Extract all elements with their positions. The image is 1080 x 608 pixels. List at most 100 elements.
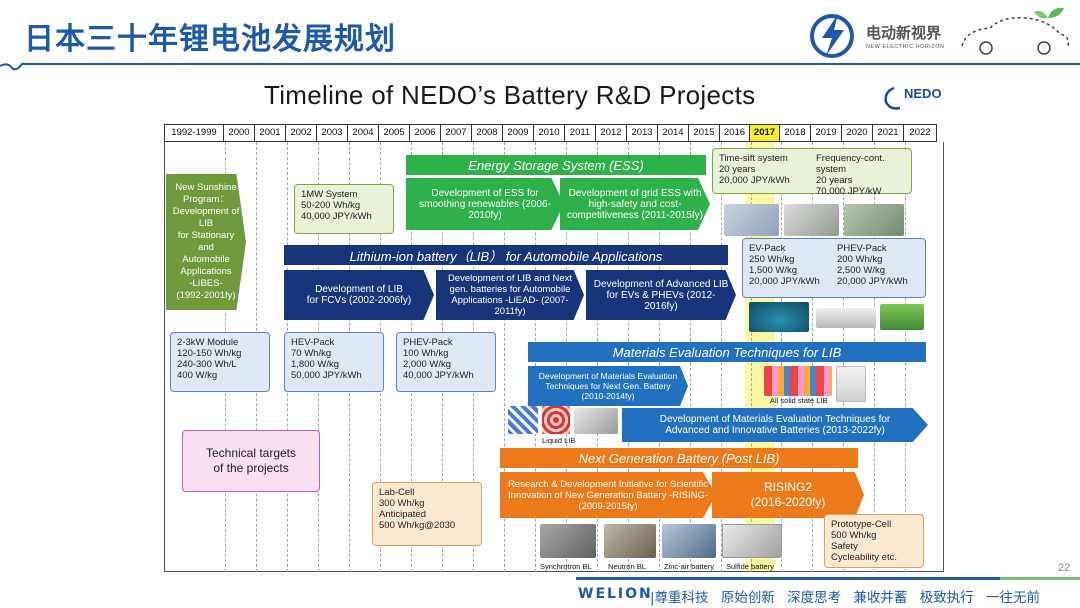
year-cell: 2013 xyxy=(627,124,658,142)
zinc-air-photo xyxy=(662,524,716,558)
footer-divider xyxy=(576,577,1080,580)
spec-line: Anticipated xyxy=(379,509,427,520)
hev-pack-target: HEV-Pack 70 Wh/kg 1,800 W/kg 50,000 JPY/… xyxy=(284,332,384,392)
prototype-cell-target: Prototype-Cell 500 Wh/kg Safety Cycleabi… xyxy=(824,514,924,568)
spec-line: 70,000 JPY/kW xyxy=(816,186,882,197)
year-cell: 2020 xyxy=(842,124,873,142)
materials-next-gen-project: Development of Materials Evaluation Tech… xyxy=(528,366,688,406)
time-shift-target: Time-sift system 20 years 20,000 JPY/kWh xyxy=(719,153,808,189)
neutron-photo xyxy=(604,524,656,558)
spec-line: 2,000 W/kg xyxy=(403,359,452,370)
spec-line: 200 Wh/kg xyxy=(837,254,883,265)
year-cell: 2006 xyxy=(410,124,441,142)
lightning-logo-icon xyxy=(810,14,854,58)
spec-title: PHEV-Pack xyxy=(403,337,453,348)
spec-line: 1,500 W/kg xyxy=(749,265,798,276)
libes-line: (1992-2001fy) xyxy=(176,290,236,301)
year-cell: 2002 xyxy=(286,124,317,142)
year-cell: 2015 xyxy=(689,124,720,142)
spec-line: 500 Wh/kg@2030 xyxy=(379,520,456,531)
spec-line: 20,000 JPY/kWh xyxy=(749,276,820,287)
project-line: Development of LIB xyxy=(315,284,403,295)
year-cell: 2019 xyxy=(811,124,842,142)
year-cell: 2018 xyxy=(780,124,811,142)
year-cell: 1992-1999 xyxy=(164,124,224,142)
legend-line: of the projects xyxy=(213,461,289,475)
spec-line: 250 Wh/kg xyxy=(749,254,795,265)
spec-line: 20 years xyxy=(719,164,756,175)
spec-line: 20 years xyxy=(816,175,853,186)
libes-line: for Stationary and xyxy=(177,230,235,253)
libes-line: Development of LIB xyxy=(172,206,240,229)
brand-logo: 电动新视界 NEW ELECTRIC HORIZON xyxy=(806,10,956,60)
ess-project-2006: Development of ESS for smoothing renewab… xyxy=(406,178,564,230)
spec-title: Prototype-Cell xyxy=(831,519,892,530)
spec-title: EV-Pack xyxy=(749,243,786,254)
spec-title: HEV-Pack xyxy=(291,337,335,348)
figure-title: Timeline of NEDO’s Battery R&D Projects xyxy=(264,80,756,110)
logo-text: 电动新视界 xyxy=(866,24,942,42)
spec-line: 240-300 Wh/L xyxy=(177,359,237,370)
year-cell: 2007 xyxy=(441,124,472,142)
synchrotron-photo xyxy=(540,524,596,558)
year-cell: 2009 xyxy=(503,124,534,142)
spec-line: Safety xyxy=(831,541,858,552)
year-cell-highlighted: 2017 xyxy=(750,124,780,142)
year-cell: 2014 xyxy=(658,124,689,142)
lib-fcv-project: Development of LIB for FCVs (2002-2006fy… xyxy=(284,270,434,320)
liquid-lib-material-photo xyxy=(542,406,570,434)
lib-banner: Lithium-ion battery（LIB） for Automobile … xyxy=(284,245,728,265)
libes-line: Program： xyxy=(183,194,229,205)
lab-cell-target: Lab-Cell 300 Wh/kg Anticipated 500 Wh/kg… xyxy=(372,482,482,546)
libes-line: -LIBES- xyxy=(189,278,223,289)
photo-caption: Sulfide battery xyxy=(726,562,774,571)
photo-caption: Liquid LIB xyxy=(542,436,576,445)
logo-subtext: NEW ELECTRIC HORIZON xyxy=(866,44,945,50)
phev-pack-target: PHEV-Pack 100 Wh/kg 2,000 W/kg 40,000 JP… xyxy=(396,332,496,392)
project-line: Development of Materials Evaluation Tech… xyxy=(659,414,891,425)
spec-line: 70 Wh/kg xyxy=(291,348,332,359)
post-lib-banner: Next Generation Battery (Post LIB) xyxy=(500,448,858,468)
solid-state-cell-photo xyxy=(836,366,866,402)
ess-1mw-target: 1MW System 50-200 Wh/kg 40,000 JPY/kWh xyxy=(294,184,394,234)
footer-brand: WELION xyxy=(578,586,653,602)
footer-divider-accent xyxy=(1000,577,1080,580)
ev-pack-target: EV-Pack 250 Wh/kg 1,500 W/kg 20,000 JPY/… xyxy=(749,243,831,293)
spec-title: 2-3kW Module xyxy=(177,337,239,348)
ess-photo xyxy=(784,204,839,236)
battery-pack-photo xyxy=(816,308,876,328)
page-number: 22 xyxy=(1058,562,1071,574)
spec-title: Frequency-cont. xyxy=(816,153,885,164)
year-axis: 1992-1999 2000 2001 2002 2003 2004 2005 … xyxy=(164,124,944,142)
lib-target-2020: EV-Pack 250 Wh/kg 1,500 W/kg 20,000 JPY/… xyxy=(742,238,926,298)
libes-line: New Sunshine xyxy=(175,182,237,193)
footer-slogan: |尊重科技 原始创新 深度思考 兼收并蓄 极致执行 一往无前 xyxy=(650,590,1041,606)
project-line: RISING2 xyxy=(763,480,812,494)
nedo-logo-icon xyxy=(884,86,901,110)
spec-line: 120-150 Wh/kg xyxy=(177,348,242,359)
lib-liead-project: Development of LIB and Next gen. batteri… xyxy=(436,270,584,320)
year-cell: 2021 xyxy=(873,124,904,142)
spec-title: Lab-Cell xyxy=(379,487,415,498)
spec-line: 500 Wh/kg xyxy=(831,530,877,541)
ess-photo xyxy=(724,204,779,236)
spec-line: system xyxy=(816,164,847,175)
rising2-project: RISING2 (2016-2020fy) xyxy=(712,472,864,518)
spec-line: 40,000 JPY/kWh xyxy=(403,370,474,381)
libes-line: Applications xyxy=(180,266,232,277)
year-cell: 2005 xyxy=(379,124,410,142)
sulfide-battery-photo xyxy=(722,524,782,558)
spec-line: Cycleability etc. xyxy=(831,552,897,563)
ess-target-2020: Time-sift system 20 years 20,000 JPY/kWh… xyxy=(712,148,912,197)
libes-project: New Sunshine Program： Development of LIB… xyxy=(166,174,246,310)
ess-banner: Energy Storage System (ESS) xyxy=(406,155,706,175)
spec-line: 2,500 W/kg xyxy=(837,265,886,276)
year-cell: 2008 xyxy=(472,124,503,142)
spec-line: 400 W/kg xyxy=(177,370,218,381)
year-cell: 2003 xyxy=(317,124,348,142)
spec-line: 20,000 JPY/kWh xyxy=(719,175,790,186)
eco-car-icon xyxy=(961,7,1070,55)
materials-advanced-project: Development of Materials Evaluation Tech… xyxy=(622,408,928,442)
solid-state-material-photo xyxy=(764,366,832,396)
photo-caption: Synchrotron BL xyxy=(540,562,592,571)
